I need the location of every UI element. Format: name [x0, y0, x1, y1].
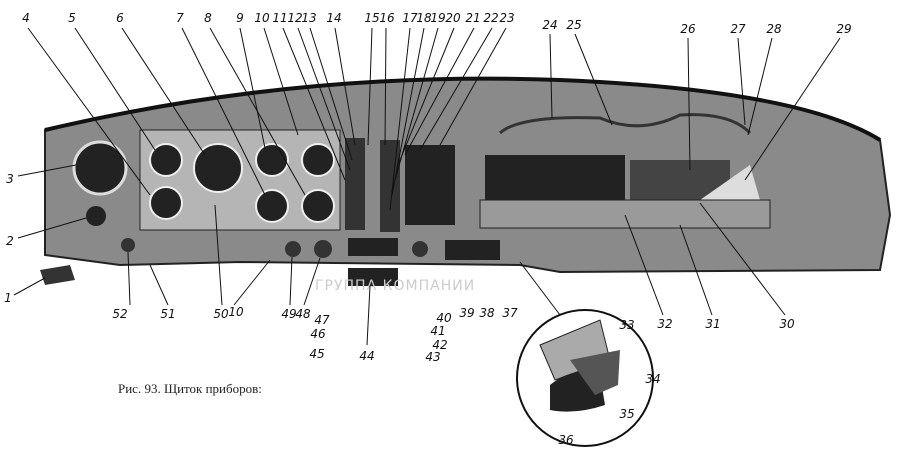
- callout-12: 12: [287, 11, 302, 25]
- callout-51: 51: [160, 307, 175, 321]
- callout-42: 42: [432, 338, 447, 352]
- callout-40: 40: [436, 311, 452, 325]
- callout-34: 34: [645, 372, 660, 386]
- callout-16: 16: [379, 11, 395, 25]
- callout-48: 48: [295, 307, 311, 321]
- callout-23: 23: [499, 11, 514, 25]
- callout-4: 4: [22, 11, 30, 25]
- callout-5: 5: [68, 11, 76, 25]
- callout-37: 37: [502, 306, 518, 320]
- callout-28: 28: [766, 22, 782, 36]
- watermark: ГРУППА КОМПАНИИ: [315, 278, 475, 294]
- callout-15: 15: [364, 11, 379, 25]
- callout-46: 46: [310, 327, 326, 341]
- callout-49: 49: [281, 307, 296, 321]
- callout-8: 8: [204, 11, 212, 25]
- callout-7: 7: [176, 11, 184, 25]
- callout-33: 33: [619, 318, 634, 332]
- callout-35: 35: [619, 407, 634, 421]
- callout-29: 29: [836, 22, 851, 36]
- callout-39: 39: [459, 306, 474, 320]
- callout-38: 38: [479, 306, 495, 320]
- callout-41: 41: [430, 324, 445, 338]
- callout-11: 11: [272, 11, 287, 25]
- callout-27: 27: [730, 22, 746, 36]
- callout-6: 6: [116, 11, 124, 25]
- callout-22: 22: [483, 11, 498, 25]
- callout-50: 50: [213, 307, 229, 321]
- callout-30: 30: [779, 317, 795, 331]
- callout-26: 26: [680, 22, 696, 36]
- callout-44: 44: [359, 349, 374, 363]
- callout-45: 45: [309, 347, 324, 361]
- callout-31: 31: [705, 317, 720, 331]
- callout-13: 13: [301, 11, 316, 25]
- callout-10-bottom: 10: [228, 305, 244, 319]
- callout-3: 3: [6, 172, 14, 186]
- callout-47: 47: [314, 313, 330, 327]
- callout-18: 18: [416, 11, 432, 25]
- speedometer: [193, 143, 243, 193]
- callout-10: 10: [254, 11, 270, 25]
- callout-17: 17: [402, 11, 418, 25]
- switch-2: [86, 206, 106, 226]
- callout-14: 14: [326, 11, 341, 25]
- callout-36: 36: [558, 433, 574, 447]
- callout-25: 25: [566, 18, 581, 32]
- callout-21: 21: [465, 11, 480, 25]
- leader-lines: [13, 27, 841, 346]
- handrail: [498, 113, 752, 135]
- figure-caption: Рис. 93. Щиток приборов:: [118, 381, 262, 396]
- callout-20: 20: [445, 11, 461, 25]
- callout-9: 9: [236, 11, 244, 25]
- callout-52: 52: [112, 307, 127, 321]
- callout-1: 1: [4, 291, 12, 305]
- callout-19: 19: [430, 11, 445, 25]
- callout-labels: 1 2 3 4 5 6 7 8 9 10 11 12 13 14 15 16 1…: [4, 11, 851, 447]
- radio-panel: [485, 155, 625, 200]
- glovebox: [479, 199, 771, 229]
- callout-24: 24: [542, 18, 557, 32]
- callout-43: 43: [425, 350, 440, 364]
- callout-2: 2: [6, 234, 14, 248]
- callout-32: 32: [657, 317, 672, 331]
- gauge-3: [72, 140, 128, 196]
